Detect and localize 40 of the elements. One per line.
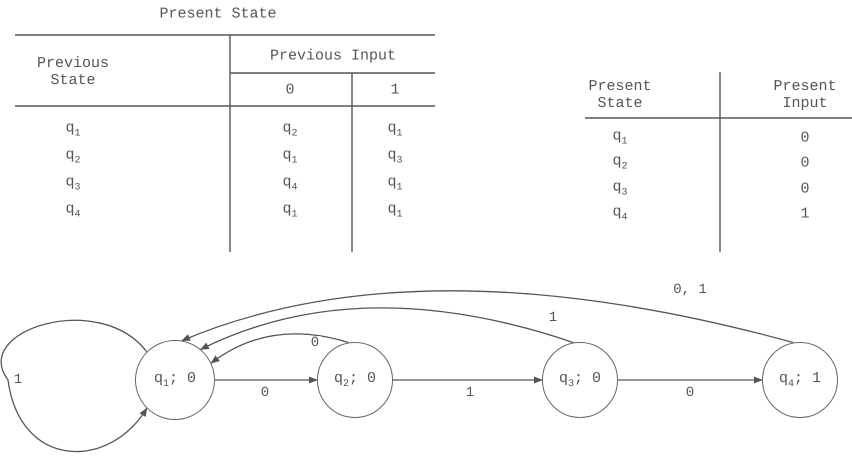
table-cell: q$_{2}$ [282, 120, 298, 140]
state-label: q$_{3}$; 0 [558, 370, 602, 390]
table-cell: q$_{4}$ [282, 174, 298, 194]
table-cell: 1 [800, 206, 810, 222]
table-cell: q$_{1}$ [282, 202, 298, 220]
table-cell: 0 [800, 130, 810, 146]
column-header: 1 [390, 82, 400, 98]
table-cell: 0 [800, 156, 810, 170]
state-circle [135, 340, 215, 420]
transition-arrow [1, 320, 148, 452]
edge-label: 0, 1 [671, 283, 709, 297]
column-header: Previous Input [270, 48, 396, 64]
state-label: q$_{2}$; 0 [334, 370, 376, 390]
table-cell: q$_{3}$ [65, 174, 81, 194]
column-header: Present State [587, 78, 652, 112]
table-cell: q$_{3}$ [612, 180, 628, 198]
transition-arrow [200, 307, 574, 350]
column-header: Previous State [36, 55, 110, 89]
transition-arrow [618, 376, 763, 384]
column-header: Present Input [772, 78, 838, 112]
table-cell: q$_{1}$ [282, 148, 298, 166]
state-label: q$_{4}$; 1 [778, 370, 822, 390]
transition-arrow [393, 376, 543, 384]
table-cell: q$_{3}$ [387, 148, 403, 166]
column-header: 0 [286, 82, 294, 98]
table-cell: q$_{4}$ [612, 204, 628, 224]
state-label: q$_{1}$; 0 [154, 370, 196, 390]
table-cell: q$_{1}$ [387, 174, 403, 194]
transition-arrow [210, 333, 349, 364]
table-cell: q$_{1}$ [387, 202, 403, 220]
table-cell: q$_{1}$ [387, 120, 403, 140]
table-cell: q$_{1}$ [65, 120, 81, 140]
transition-arrow [215, 376, 318, 384]
table-cell: q$_{2}$ [612, 154, 628, 172]
table-cell: q$_{1}$ [612, 128, 628, 148]
table-cell: 0 [800, 182, 810, 196]
column-header: Present State [159, 6, 277, 22]
table-cell: q$_{2}$ [65, 148, 81, 166]
transition-arrow [181, 290, 794, 344]
table-cell: q$_{4}$ [65, 202, 81, 220]
